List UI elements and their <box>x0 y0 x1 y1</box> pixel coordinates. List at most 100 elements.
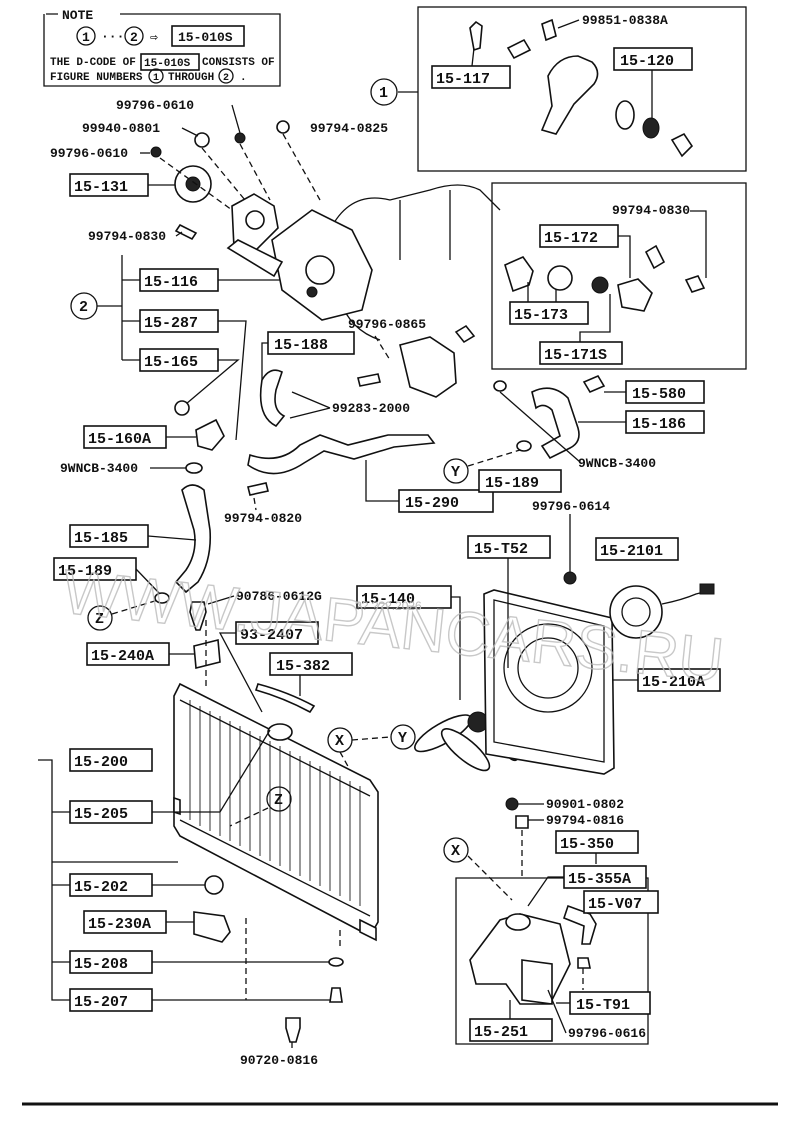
reserve-tank-group: 90901-0802 99794-0816 15-350 X 15-355A 1… <box>443 797 659 1045</box>
lower-hose-group: 15-185 15-189 Z 90786-0612G 15-240A 93-2… <box>53 484 353 714</box>
bolt-99796-0610a: 99796-0610 <box>116 98 194 113</box>
fan-shroud-part <box>483 589 615 775</box>
label-15-350: 15-350 <box>560 836 614 853</box>
bolt-90720-0816: 90720-0816 <box>240 1053 318 1068</box>
hose-382-part <box>254 683 316 714</box>
thermo-sensor-part <box>644 244 666 270</box>
callout-circle-1 <box>370 78 398 106</box>
label-15-172: 15-172 <box>544 230 598 247</box>
note-line2-mid: THROUGH <box>168 72 214 84</box>
callout-circle-y-top <box>443 458 469 484</box>
label-15-160a: 15-160A <box>88 431 151 448</box>
thermo-case-part <box>399 336 457 398</box>
inset-thermostat-housing-1: 1 99851-0838A 15-117 15-120 <box>370 6 747 172</box>
label-15-t91: 15-T91 <box>576 997 630 1014</box>
hose-186-part <box>531 387 580 460</box>
bolt-865-part <box>357 373 381 387</box>
label-15-290: 15-290 <box>405 495 459 512</box>
plug-165-part <box>174 400 190 416</box>
note-box: NOTE 1 ··· 2 ⇨ 15-010S THE D-CODE OF 15-… <box>43 8 281 87</box>
label-15-230a: 15-230A <box>88 916 151 933</box>
water-pump-group: 99796-0610 99940-0801 99796-0610 99794-0… <box>50 98 388 476</box>
watermark-small: ?? ???.2026 <box>355 599 422 613</box>
overflow-hose-part <box>563 904 597 945</box>
watermark-text: WWW.JAPANCARS.RU <box>60 558 727 696</box>
bolt-99794-0830b: 99794-0830 <box>612 203 690 218</box>
hose-188-part <box>259 369 286 428</box>
pump-bolt-part <box>174 223 198 241</box>
label-15-t52: 15-T52 <box>474 541 528 558</box>
label-15-v07: 15-V07 <box>588 896 642 913</box>
bolt-612g-part <box>189 601 207 631</box>
bolt-99796-0865: 99796-0865 <box>348 317 426 332</box>
label-15-165: 15-165 <box>144 354 198 371</box>
note-circle-1: 1 <box>82 30 90 45</box>
label-15-116: 15-116 <box>144 274 198 291</box>
note-line2-end: . <box>240 72 247 84</box>
fan-group: 15-140 15-T52 99796-0614 15-2101 15-210A <box>356 499 721 775</box>
radiator-group: X Y Z 15-200 15-205 15-202 15-230A 15-20… <box>38 620 416 1068</box>
bypass-hose-group: 15-188 99796-0865 99283-2000 15-290 9979… <box>224 317 494 526</box>
label-15-287: 15-287 <box>144 315 198 332</box>
bolt-99283-2000: 99283-2000 <box>332 401 410 416</box>
bolt-9wncb-3400a: 9WNCB-3400 <box>60 461 138 476</box>
pump-gasket-part <box>226 239 284 278</box>
callout-y-top: Y <box>451 464 460 481</box>
label-15-117: 15-117 <box>436 71 490 88</box>
radiator-cap-part <box>267 723 293 741</box>
label-15-2101: 15-2101 <box>600 543 663 560</box>
label-15-185: 15-185 <box>74 530 128 547</box>
label-15-205: 15-205 <box>74 806 128 823</box>
thermo-bolt-part <box>684 275 706 293</box>
sensor-part <box>469 20 483 52</box>
inset-thermostat-housing-2: 99794-0830 15-172 15-173 15-171S <box>491 182 747 370</box>
svg-text:1: 1 <box>153 73 159 84</box>
bolt-99796-0610b: 99796-0610 <box>50 146 128 161</box>
label-93-2407: 93-2407 <box>240 627 303 644</box>
water-outlet-part <box>195 418 225 451</box>
clip-580-part <box>582 374 606 394</box>
bolt-90786-0612g: 90786-0612G <box>236 589 322 604</box>
callout-x-mid: X <box>335 733 344 750</box>
note-line2-pre: FIGURE NUMBERS <box>50 72 143 84</box>
bolt-99794-0830a: 99794-0830 <box>88 229 166 244</box>
label-15-240a: 15-240A <box>91 648 154 665</box>
note-arrow: ⇨ <box>150 30 158 45</box>
bracket-240a-part <box>193 638 221 670</box>
label-15-171s: 15-171S <box>544 347 607 364</box>
callout-1-label: 1 <box>379 85 388 102</box>
switch-part <box>506 38 532 60</box>
drain-plug-part <box>204 875 224 895</box>
callout-y-mid: Y <box>398 730 407 747</box>
gasket-part <box>615 100 635 130</box>
callout-circle-z-mid <box>266 786 292 812</box>
label-15-355a: 15-355A <box>568 871 631 888</box>
note-heading: NOTE <box>62 8 93 23</box>
callout-2-label: 2 <box>79 299 88 316</box>
label-15-208: 15-208 <box>74 956 128 973</box>
fan-motor-part <box>609 585 663 639</box>
label-15-251: 15-251 <box>474 1024 528 1041</box>
cap-part <box>670 132 694 158</box>
seal-part <box>642 117 660 139</box>
callout-circle-y-mid <box>390 724 416 750</box>
callout-z-left: Z <box>95 611 104 628</box>
bolt-99940-0801: 99940-0801 <box>82 121 160 136</box>
note-circle-2: 2 <box>130 30 138 45</box>
label-15-120: 15-120 <box>620 53 674 70</box>
bolt-99794-0825: 99794-0825 <box>310 121 388 136</box>
thermo-housing-part <box>504 256 534 293</box>
bolt-99796-0614: 99796-0614 <box>532 499 610 514</box>
thermo-gasket-part <box>547 265 573 291</box>
small-gasket-part <box>454 324 476 344</box>
note-ellipsis: ··· <box>101 29 124 44</box>
housing-part <box>540 55 599 135</box>
note-line1-post: CONSISTS OF <box>202 57 275 69</box>
label-15-173: 15-173 <box>514 307 568 324</box>
label-15-140: 15-140 <box>361 591 415 608</box>
svg-text:2: 2 <box>223 73 229 84</box>
thermo-cover-part <box>617 278 653 312</box>
note-line1-code: 15-010S <box>144 58 191 70</box>
label-15-210a: 15-210A <box>642 674 705 691</box>
